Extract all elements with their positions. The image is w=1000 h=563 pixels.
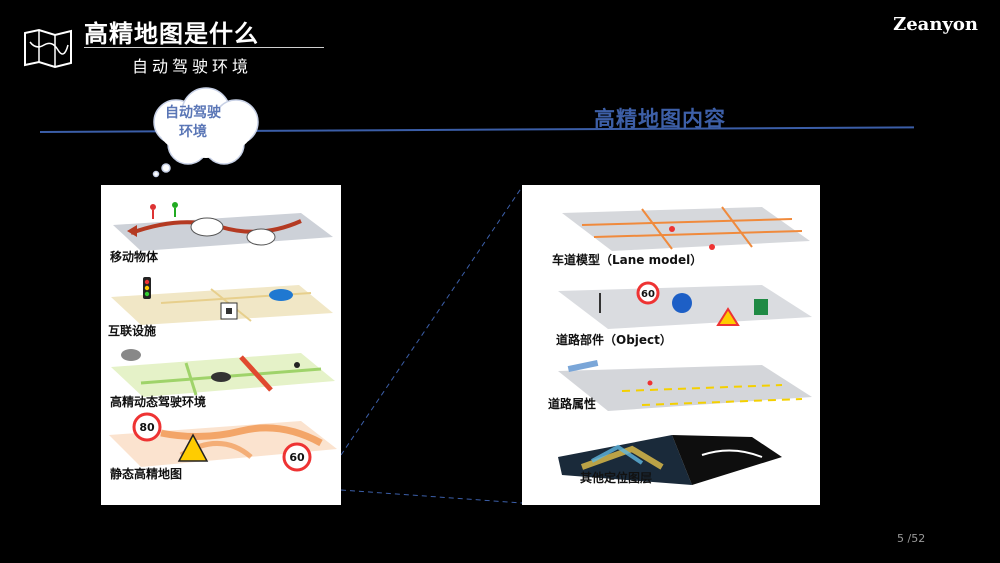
cloud-line-1: 自动驾驶 (165, 105, 221, 121)
page-title: 高精地图是什么 (84, 20, 259, 48)
environment-layers-illustration: 80 60 (109, 202, 337, 472)
layer-label-moving-objects: 移动物体 (110, 250, 159, 264)
cloud-callout-text: 自动驾驶 环境 (150, 104, 236, 142)
hd-map-content-panel: 60 车道模型（Lane model） 道路部件（Object） 道路属性 其他… (522, 185, 820, 505)
layer-label-dynamic-environment: 高精动态驾驶环境 (110, 395, 207, 409)
moving-car-icon (113, 202, 333, 251)
brand-logo: Zeanyon (893, 14, 978, 35)
cloud-line-2: 环境 (179, 124, 207, 140)
section-title: 高精地图内容 (594, 107, 726, 131)
layer-label-road-objects: 道路部件（Object） (556, 333, 672, 347)
layer-label-lane-model: 车道模型（Lane model） (552, 253, 703, 267)
layer-label-static-map: 静态高精地图 (110, 467, 183, 481)
road-sign-icon (558, 281, 812, 329)
speed-limit-sign-icon (109, 412, 337, 472)
traffic-light-icon (111, 277, 333, 325)
layer-label-connected-facilities: 互联设施 (108, 324, 157, 338)
page-number: 5 /52 (897, 532, 926, 545)
page-subtitle: 自动驾驶环境 (132, 57, 253, 76)
lane-grid-icon (562, 206, 810, 251)
map-icon (24, 28, 72, 68)
pointcloud-icon (558, 435, 782, 485)
weather-cloud-icon (111, 349, 335, 397)
cloud-callout (152, 87, 259, 178)
speed-sign-80-text: 80 (139, 421, 155, 434)
environment-layers-panel: 80 60 移动物体 互联设施 高精动态驾驶环境 静态高精地图 (101, 185, 341, 505)
speed-sign-60-text: 60 (289, 451, 305, 464)
road-attribute-icon (558, 359, 812, 411)
title-divider (84, 47, 324, 48)
layer-label-localization: 其他定位图层 (580, 471, 653, 485)
speed-sign-60-text: 60 (641, 289, 655, 300)
hd-map-layers-illustration: 60 (558, 206, 812, 485)
layer-label-road-attributes: 道路属性 (548, 397, 597, 411)
